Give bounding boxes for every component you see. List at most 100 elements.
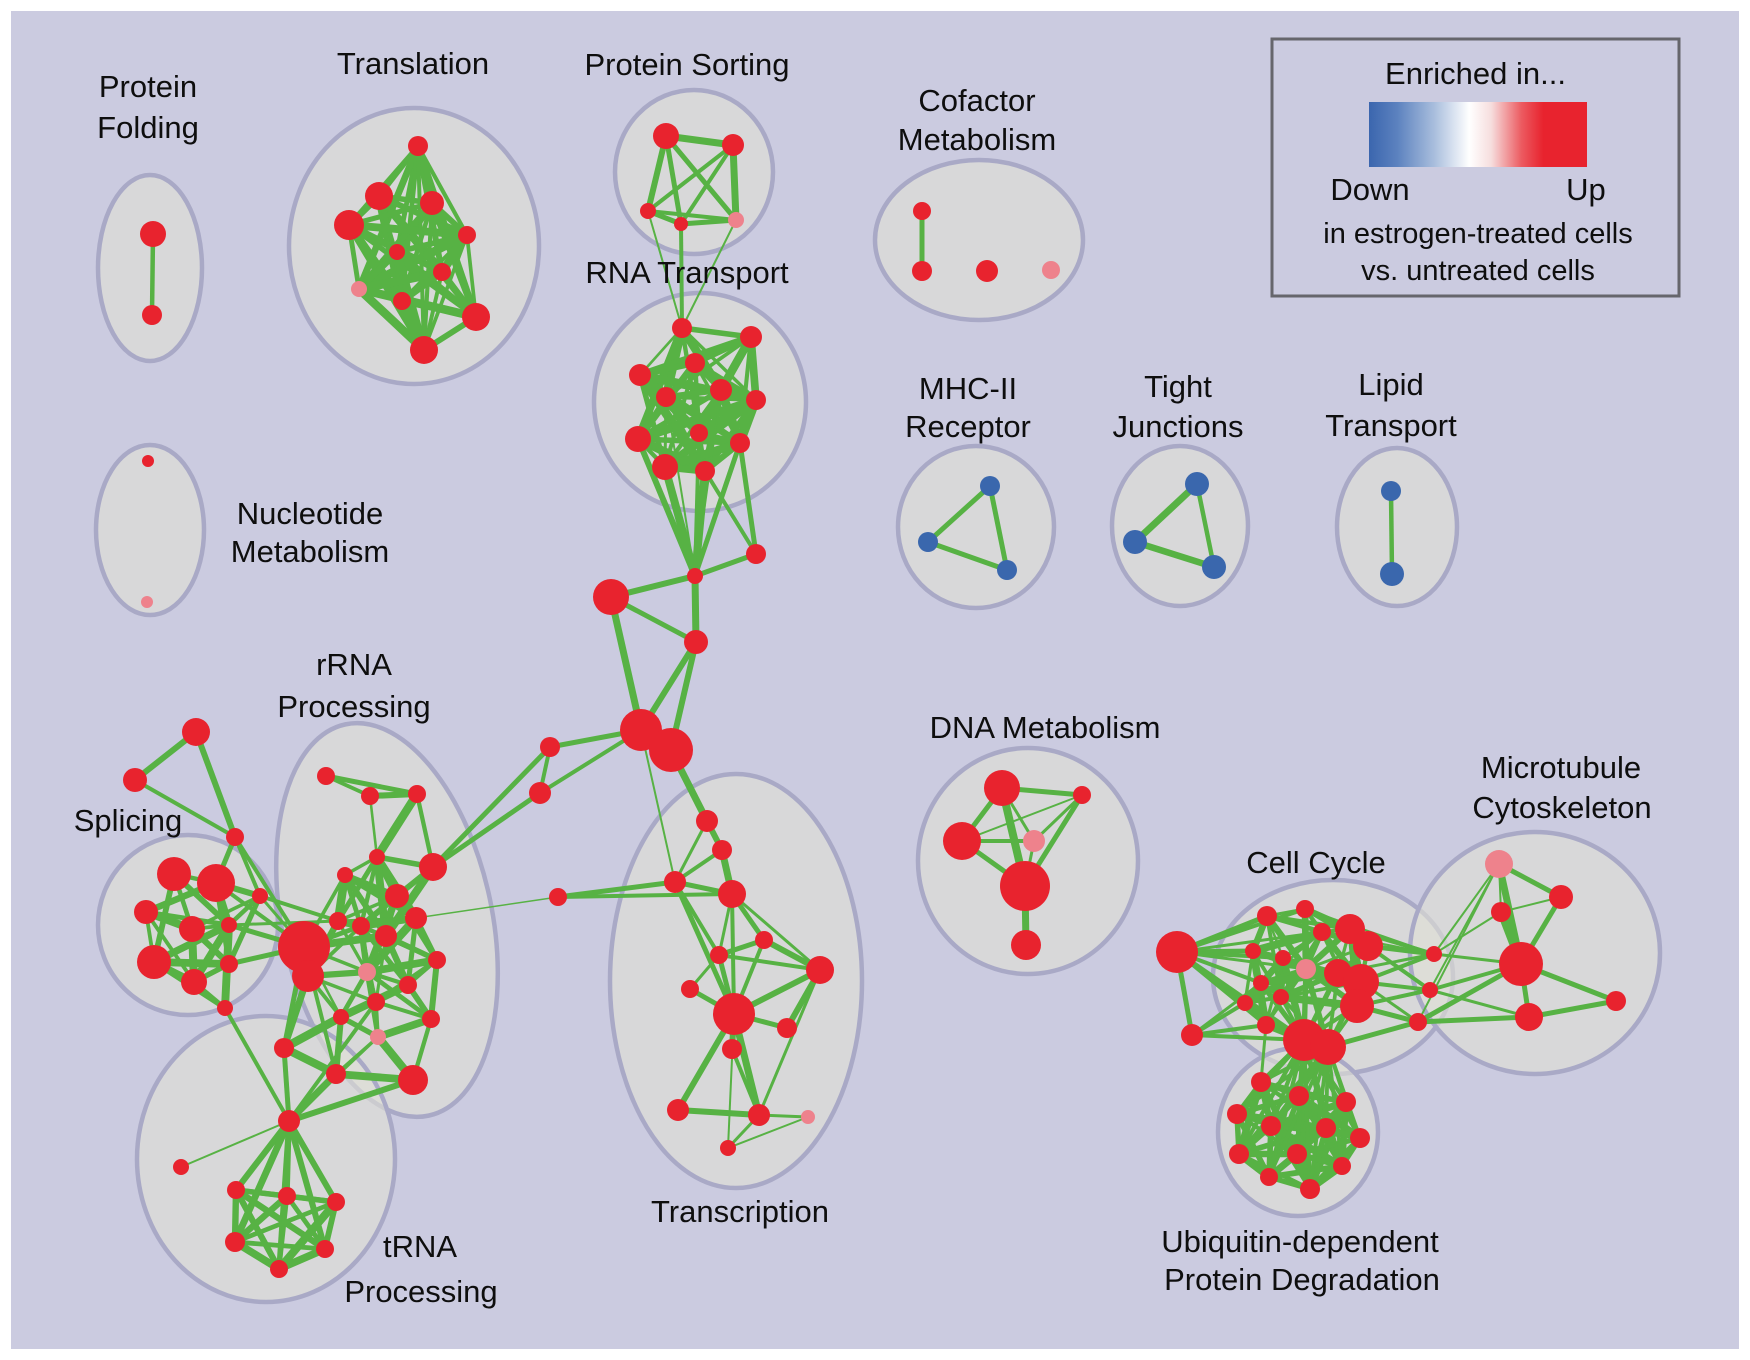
node-mt3[interactable]: [1491, 902, 1511, 922]
node-ch8[interactable]: [529, 782, 551, 804]
node-pf2[interactable]: [142, 305, 162, 325]
node-rr6[interactable]: [337, 867, 353, 883]
node-rr21[interactable]: [398, 1065, 428, 1095]
node-cn2[interactable]: [1422, 982, 1438, 998]
node-ub10[interactable]: [1333, 1157, 1351, 1175]
node-sp5[interactable]: [221, 917, 237, 933]
node-ccb[interactable]: [1156, 931, 1198, 973]
node-rr1[interactable]: [317, 767, 335, 785]
node-tc13[interactable]: [801, 1110, 815, 1124]
node-tc9[interactable]: [777, 1018, 797, 1038]
node-tri2[interactable]: [123, 768, 147, 792]
node-rr2[interactable]: [361, 787, 379, 805]
node-rr10[interactable]: [352, 917, 370, 935]
node-ub3[interactable]: [1336, 1092, 1356, 1112]
node-rt11[interactable]: [652, 454, 678, 480]
node-cf2[interactable]: [912, 261, 932, 281]
node-cc5[interactable]: [1353, 931, 1383, 961]
node-tri1[interactable]: [182, 718, 210, 746]
node-cc14[interactable]: [1340, 989, 1374, 1023]
node-nm2[interactable]: [141, 596, 153, 608]
node-pf1[interactable]: [140, 221, 166, 247]
node-rt10[interactable]: [730, 433, 750, 453]
node-rr17[interactable]: [422, 1010, 440, 1028]
node-tr11[interactable]: [410, 336, 438, 364]
node-tr4[interactable]: [334, 210, 364, 240]
node-rr8[interactable]: [405, 907, 427, 929]
node-cc10[interactable]: [1273, 989, 1289, 1005]
node-cc1[interactable]: [1257, 906, 1277, 926]
node-ch7[interactable]: [540, 737, 560, 757]
node-rt8[interactable]: [690, 424, 708, 442]
node-dm5[interactable]: [1000, 861, 1050, 911]
node-cn3[interactable]: [1409, 1013, 1427, 1031]
node-cc9[interactable]: [1253, 975, 1269, 991]
node-tr2[interactable]: [365, 182, 393, 210]
node-tn8[interactable]: [270, 1260, 288, 1278]
node-tj2[interactable]: [1123, 530, 1147, 554]
node-cc7[interactable]: [1275, 950, 1291, 966]
node-rt2[interactable]: [740, 326, 762, 348]
node-rt1[interactable]: [672, 318, 692, 338]
node-ub4[interactable]: [1227, 1104, 1247, 1124]
node-rr9[interactable]: [329, 912, 347, 930]
node-rt7[interactable]: [746, 390, 766, 410]
node-tc11[interactable]: [667, 1099, 689, 1121]
node-mt4[interactable]: [1499, 942, 1543, 986]
node-cc11[interactable]: [1237, 995, 1253, 1011]
node-ps2[interactable]: [722, 134, 744, 156]
node-sp10[interactable]: [217, 1000, 233, 1016]
node-tc14[interactable]: [720, 1140, 736, 1156]
node-sp7[interactable]: [137, 945, 171, 979]
node-rr18[interactable]: [274, 1038, 294, 1058]
node-tc4[interactable]: [718, 880, 746, 908]
node-tj3[interactable]: [1202, 555, 1226, 579]
node-ch3[interactable]: [593, 579, 629, 615]
node-sp1[interactable]: [157, 857, 191, 891]
node-dm1[interactable]: [984, 770, 1020, 806]
node-nm1[interactable]: [142, 455, 154, 467]
node-cf3[interactable]: [976, 260, 998, 282]
node-cc15[interactable]: [1257, 1016, 1275, 1034]
node-rt5[interactable]: [656, 387, 676, 407]
node-cn1[interactable]: [1426, 946, 1442, 962]
node-ub8[interactable]: [1229, 1144, 1249, 1164]
node-rr11[interactable]: [375, 925, 397, 947]
node-tc7[interactable]: [806, 956, 834, 984]
node-tri3[interactable]: [226, 828, 244, 846]
node-rr14[interactable]: [399, 976, 417, 994]
node-ub6[interactable]: [1316, 1118, 1336, 1138]
node-tr3[interactable]: [420, 191, 444, 215]
node-tr5[interactable]: [458, 226, 476, 244]
node-ps1[interactable]: [653, 123, 679, 149]
node-rr12[interactable]: [428, 951, 446, 969]
node-rr5[interactable]: [419, 853, 447, 881]
node-tc6[interactable]: [710, 946, 728, 964]
node-sp8[interactable]: [181, 969, 207, 995]
node-sp2[interactable]: [197, 864, 235, 902]
node-tc12[interactable]: [748, 1104, 770, 1126]
node-dm6[interactable]: [1011, 930, 1041, 960]
node-mh1[interactable]: [980, 476, 1000, 496]
node-mh2[interactable]: [918, 532, 938, 552]
node-tn1[interactable]: [278, 1110, 300, 1132]
node-ps4[interactable]: [674, 217, 688, 231]
node-ub9[interactable]: [1287, 1144, 1307, 1164]
node-sp3[interactable]: [134, 900, 158, 924]
node-tj1[interactable]: [1185, 472, 1209, 496]
node-rt6[interactable]: [710, 379, 732, 401]
node-ps5[interactable]: [728, 212, 744, 228]
node-mt2[interactable]: [1549, 885, 1573, 909]
node-ub2[interactable]: [1289, 1086, 1309, 1106]
node-cc2[interactable]: [1296, 900, 1314, 918]
node-mt6[interactable]: [1606, 991, 1626, 1011]
node-lt1[interactable]: [1381, 481, 1401, 501]
node-tr10[interactable]: [462, 303, 490, 331]
node-ch6[interactable]: [649, 728, 693, 772]
node-ch1[interactable]: [746, 544, 766, 564]
node-cf1[interactable]: [913, 202, 931, 220]
node-rr15[interactable]: [367, 993, 385, 1011]
node-rt4[interactable]: [629, 364, 651, 386]
node-rr16[interactable]: [333, 1009, 349, 1025]
node-tc2[interactable]: [712, 840, 732, 860]
